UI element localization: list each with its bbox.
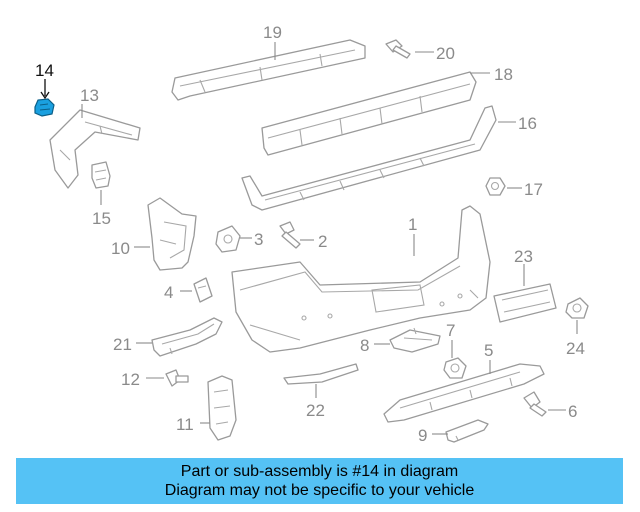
part-6-screw[interactable]: [523, 391, 547, 417]
callout-5: 5: [484, 341, 493, 360]
part-1-bumper-cover[interactable]: [231, 205, 491, 353]
part-2-bolt[interactable]: [279, 221, 301, 249]
callout-19: 19: [263, 23, 282, 42]
callout-1: 1: [408, 215, 417, 234]
callout-3: 3: [254, 230, 263, 249]
part-9-clip[interactable]: [445, 419, 489, 443]
callout-11: 11: [176, 415, 194, 434]
callout-10: 10: [111, 239, 130, 258]
part-15-clip[interactable]: [91, 161, 111, 189]
part-16-bumper-bracket[interactable]: [241, 105, 497, 211]
part-23-plate-bracket[interactable]: [493, 283, 557, 323]
callout-21: 21: [113, 335, 132, 354]
part-20-bolt[interactable]: [385, 39, 411, 59]
callout-23: 23: [514, 247, 533, 266]
callout-20: 20: [436, 44, 455, 63]
part-8-bracket[interactable]: [389, 327, 441, 353]
callout-17: 17: [524, 180, 543, 199]
callout-14: 14: [35, 61, 54, 80]
callout-12: 12: [121, 370, 140, 389]
part-24-sensor[interactable]: [565, 297, 589, 319]
banner-line-1: Part or sub-assembly is #14 in diagram: [180, 463, 459, 480]
callout-7: 7: [446, 321, 455, 340]
part-10-mud-flap[interactable]: [147, 197, 197, 271]
callout-22: 22: [306, 401, 325, 420]
callout-9: 9: [418, 426, 427, 445]
part-21-bracket[interactable]: [151, 317, 223, 357]
parts-diagram: 19 20 18 16 17 14 13 1: [34, 23, 589, 445]
callout-6: 6: [568, 402, 577, 421]
callout-8: 8: [360, 336, 369, 355]
part-18-energy-absorber[interactable]: [261, 71, 477, 156]
callout-4: 4: [164, 283, 173, 302]
part-5-valance[interactable]: [383, 363, 545, 423]
callout-2: 2: [318, 232, 327, 251]
callout-18: 18: [494, 65, 513, 84]
part-22-trim[interactable]: [283, 363, 359, 385]
part-13-side-bracket[interactable]: [49, 109, 141, 189]
part-12-bolt[interactable]: [165, 369, 189, 387]
info-banner: Part or sub-assembly is #14 in diagram D…: [16, 458, 623, 504]
banner-line-2: Diagram may not be specific to your vehi…: [164, 482, 475, 499]
part-3-retainer[interactable]: [215, 225, 241, 253]
callout-16: 16: [518, 114, 537, 133]
part-17-nut[interactable]: [485, 177, 506, 196]
part-7-sensor[interactable]: [443, 357, 467, 379]
callout-15: 15: [92, 209, 111, 228]
callout-13: 13: [80, 86, 99, 105]
part-11-bracket[interactable]: [207, 375, 237, 441]
part-14-nut-highlighted[interactable]: [34, 98, 55, 117]
part-4-bracket[interactable]: [193, 277, 213, 303]
callout-24: 24: [566, 339, 585, 358]
part-19-reinforcement-bar[interactable]: [171, 39, 366, 101]
